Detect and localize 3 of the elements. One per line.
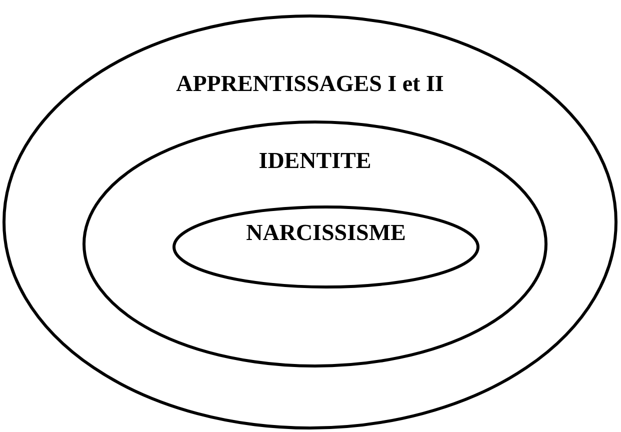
region-label: APPRENTISSAGES I et II [176, 71, 444, 97]
region-label: NARCISSISME [246, 220, 406, 246]
region-label: IDENTITE [258, 148, 372, 174]
